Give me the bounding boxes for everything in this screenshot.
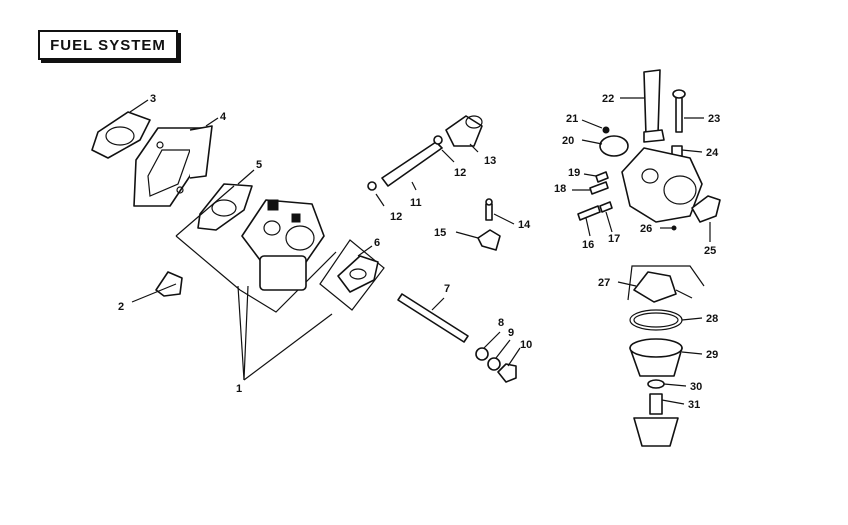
part-29-bowl bbox=[629, 338, 683, 377]
callout-17: 17 bbox=[608, 233, 620, 245]
callout-23: 23 bbox=[708, 113, 720, 125]
callout-16: 16 bbox=[582, 239, 594, 251]
part-7-rod bbox=[397, 293, 469, 343]
callout-3: 3 bbox=[150, 93, 156, 105]
part-15-clip bbox=[477, 229, 501, 251]
callout-25: 25 bbox=[704, 245, 716, 257]
callout-21: 21 bbox=[566, 113, 578, 125]
part-9-washer bbox=[487, 357, 501, 371]
part-17-spring bbox=[599, 201, 613, 213]
part-18-screw bbox=[589, 181, 609, 195]
part-12-washers bbox=[367, 135, 443, 191]
callout-2: 2 bbox=[118, 301, 124, 313]
callout-6: 6 bbox=[374, 237, 380, 249]
part-25-gasket bbox=[691, 195, 721, 223]
callout-7: 7 bbox=[444, 283, 450, 295]
part-3-gasket bbox=[91, 111, 151, 159]
part-11-shaft bbox=[381, 141, 443, 187]
callout-1: 1 bbox=[236, 383, 242, 395]
part-16-screw bbox=[577, 205, 601, 221]
callout-24: 24 bbox=[706, 147, 719, 159]
callout-18: 18 bbox=[554, 183, 566, 195]
part-28-oring bbox=[629, 309, 683, 331]
part-19-spring bbox=[595, 171, 609, 183]
callout-28: 28 bbox=[706, 313, 718, 325]
callout-11: 11 bbox=[410, 197, 422, 209]
part-8-washer bbox=[475, 347, 489, 361]
part-27-float bbox=[627, 265, 705, 303]
callout-30: 30 bbox=[690, 381, 702, 393]
part-4-spacer bbox=[133, 125, 213, 207]
part-26-ball bbox=[671, 225, 677, 231]
part-5-gasket bbox=[197, 183, 253, 231]
part-23-pin bbox=[672, 89, 686, 133]
callout-27: 27 bbox=[598, 277, 610, 289]
callout-31: 31 bbox=[688, 399, 700, 411]
part-13-float bbox=[445, 115, 483, 147]
callout-5: 5 bbox=[256, 159, 262, 171]
callout-15: 15 bbox=[434, 227, 446, 239]
callout-9: 9 bbox=[508, 327, 514, 339]
part-2-block bbox=[155, 271, 183, 297]
callout-19: 19 bbox=[568, 167, 580, 179]
callout-26: 26 bbox=[640, 223, 652, 235]
callout-10: 10 bbox=[520, 339, 532, 351]
part-31-bolt bbox=[633, 393, 679, 447]
part-10-nut bbox=[497, 363, 517, 383]
part-20-disc bbox=[599, 135, 629, 157]
part-21-screw bbox=[602, 126, 610, 134]
part-6-gasket bbox=[337, 255, 379, 293]
callout-13: 13 bbox=[484, 155, 496, 167]
part-1-bracket-lines bbox=[175, 185, 385, 313]
part-22-bracket bbox=[643, 69, 665, 143]
callout-29: 29 bbox=[706, 349, 718, 361]
callout-labels: 1 2 3 4 5 6 7 8 9 10 11 12 12 13 14 15 1… bbox=[118, 93, 720, 411]
callout-12-lower: 12 bbox=[390, 211, 402, 223]
part-carburetor-body bbox=[621, 147, 703, 223]
leader-lines bbox=[129, 97, 711, 405]
part-30-washer bbox=[647, 379, 665, 389]
callout-8: 8 bbox=[498, 317, 504, 329]
part-1-carburetor bbox=[241, 199, 325, 291]
diagram-title: FUEL SYSTEM bbox=[50, 36, 166, 54]
callout-22: 22 bbox=[602, 93, 614, 105]
part-14-needle bbox=[485, 198, 493, 221]
callout-4: 4 bbox=[220, 111, 227, 123]
diagram-title-box: FUEL SYSTEM bbox=[38, 30, 178, 60]
callout-14: 14 bbox=[518, 219, 531, 231]
callout-20: 20 bbox=[562, 135, 574, 147]
callout-12-upper: 12 bbox=[454, 167, 466, 179]
